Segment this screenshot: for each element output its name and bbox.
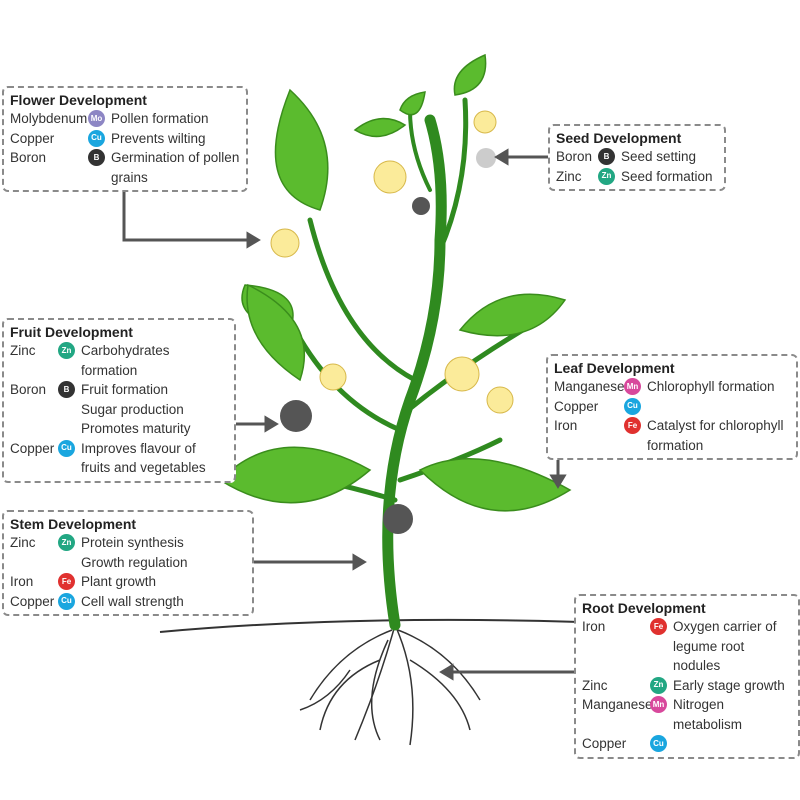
effect-text: Fruit formation [81,382,169,397]
nutrient-row: Copper Cu [582,734,792,754]
nutrient-row: Boron B Fruit formation [10,380,228,400]
nutrient-row: Growth regulation [10,553,246,573]
nutrient-row: Promotes maturity [10,419,228,439]
effect-text: Pollen formation [111,111,209,126]
element-symbol-badge: B [88,149,105,166]
effect-text: Sugar production [81,401,184,417]
leaves [218,53,572,512]
nutrient-row: Copper Cu Prevents wilting [10,129,240,149]
effect-text: Seed formation [621,168,713,184]
element-symbol-badge: Zn [598,167,615,185]
effect-text: Germination of pollen grains [111,150,240,185]
box-title: Stem Development [10,516,137,532]
element-symbol-badge: B [598,148,615,165]
nutrient-name: Manganese [554,379,625,394]
nutrient-row: Copper Cu [554,397,790,417]
effect-text: Carbohydrates formation [81,343,170,378]
effect-text: Chlorophyll formation [647,379,775,394]
nutrient-name: Iron [10,574,34,589]
nutrient-name: Zinc [10,343,36,358]
effect-text: Protein synthesis [81,535,184,550]
element-symbol-badge: Cu [650,735,667,752]
arrows [122,148,574,681]
nutrient-row: Zinc Zn Carbohydrates formation [10,341,228,380]
nutrient-name: Copper [582,736,627,751]
element-symbol-badge: Mn [650,696,667,713]
box-title: Leaf Development [554,360,675,376]
element-symbol-badge: Zn [650,676,667,694]
flowers [270,110,514,414]
nutrient-name: Molybdenum [10,111,88,126]
nutrient-row: Iron Fe Plant growth [10,572,246,592]
element-symbol-badge: Cu [88,129,105,147]
nutrient-name: Copper [10,593,55,609]
nutrient-name: Copper [554,398,599,414]
nutrient-name: Zinc [556,168,582,184]
element-symbol-badge: Cu [58,439,75,457]
effect-text: Plant growth [81,574,157,589]
element-symbol-badge: Fe [624,417,641,434]
box-title: Seed Development [556,130,682,146]
element-symbol-badge: Fe [58,573,75,590]
effect-text: Growth regulation [81,554,188,570]
element-symbol-badge: Zn [58,342,75,359]
nutrient-row: Iron Fe Catalyst for chlorophyll formation [554,416,790,455]
element-symbol-badge: Cu [58,592,75,610]
element-symbol-badge: Mn [624,378,641,395]
box-title: Root Development [582,600,706,616]
nutrient-row: Boron B Germination of pollen grains [10,148,240,187]
element-symbol-badge: Fe [650,618,667,635]
box-title: Flower Development [10,92,147,108]
nutrient-row: Sugar production [10,400,228,420]
element-symbol-badge: Zn [58,534,75,551]
nutrient-name: Iron [582,619,606,634]
effect-text: Promotes maturity [81,421,191,436]
fruits [280,148,496,534]
box-title: Fruit Development [10,324,133,340]
effect-text: Early stage growth [673,677,785,693]
nutrient-row: Iron Fe Oxygen carrier of legume root nodu… [582,617,792,676]
nutrient-row: Zinc Zn Protein synthesis [10,533,246,553]
nutrient-name: Boron [556,149,593,164]
effect-text: Oxygen carrier of legume root nodules [673,619,777,673]
effect-text: Prevents wilting [111,130,206,146]
effect-text: Improves flavour of fruits and vegetable… [81,440,206,476]
element-symbol-badge: Mo [88,110,105,127]
nutrient-name: Copper [10,440,55,456]
nutrient-name: Zinc [582,677,608,693]
nutrient-name: Iron [554,418,578,433]
element-symbol-badge: Cu [624,397,641,415]
nutrient-name: Boron [10,382,47,397]
nutrient-row: Boron B Seed setting [556,147,718,167]
nutrient-row: Zinc Zn Early stage growth [582,676,792,696]
effect-text: Nitrogen metabolism [673,697,743,732]
effect-text: Cell wall strength [81,593,184,609]
effect-text: Seed setting [621,149,697,164]
nutrient-row: Zinc Zn Seed formation [556,167,718,187]
effect-text: Catalyst for chlorophyll formation [647,418,784,453]
nutrient-name: Manganese [582,697,653,712]
nutrient-name: Copper [10,130,55,146]
element-symbol-badge: B [58,381,75,398]
nutrient-name: Boron [10,150,47,165]
nutrient-name: Zinc [10,535,36,550]
